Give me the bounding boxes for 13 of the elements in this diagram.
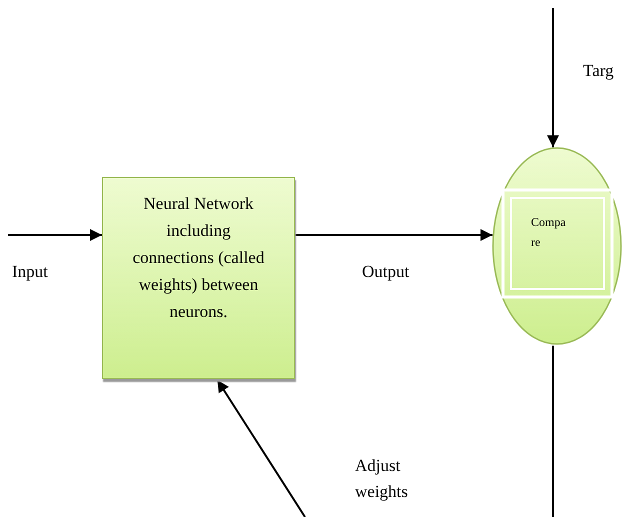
compare-ellipse <box>491 146 623 347</box>
text-label: Adjust weights <box>355 455 409 503</box>
arrow <box>216 379 306 517</box>
arrow <box>295 229 492 241</box>
text-label: Targ <box>583 60 614 82</box>
process-box <box>102 177 295 379</box>
text-label: Input <box>12 261 48 283</box>
text-label: Output <box>362 261 410 283</box>
box-text: Neural Network including connections (called weights) between neurons. <box>132 193 266 323</box>
arrow <box>547 8 559 148</box>
ellipse-text: Compa re <box>531 214 567 251</box>
arrow <box>8 229 102 241</box>
line <box>552 346 554 517</box>
